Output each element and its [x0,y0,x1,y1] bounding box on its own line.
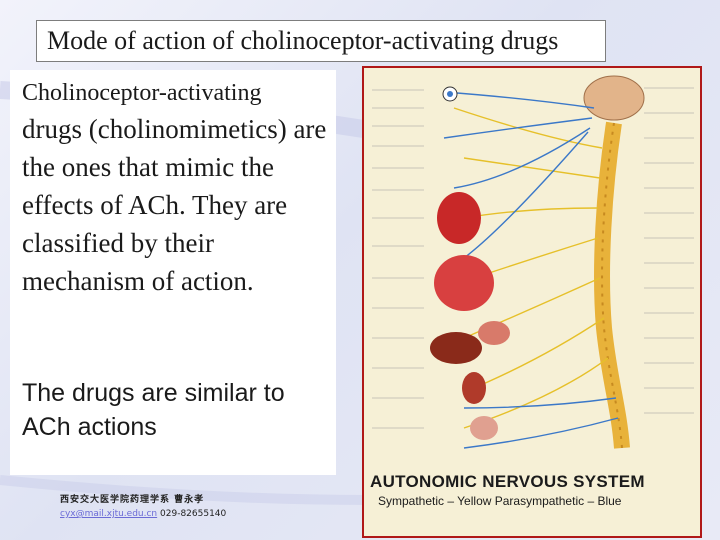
definition-first-line: Cholinoceptor-activating [22,80,262,106]
heart-organ [437,192,481,244]
stomach-organ [478,321,510,345]
spinal-column [594,121,630,449]
parasympathetic-nerves [443,91,619,449]
definition-paragraph: Cholinoceptor-activating drugs (cholinom… [22,76,332,300]
right-label-lines [644,87,694,414]
footer-author: 西安交大医学院药理学系 曹永孝 [60,495,205,505]
footer-phone: 029-82655140 [160,509,227,519]
kidney-organ [462,372,486,404]
poster-caption: AUTONOMIC NERVOUS SYSTEM Sympathetic – Y… [370,472,690,508]
content-box: Cholinoceptor-activating drugs (cholinom… [10,70,336,475]
similarity-paragraph: The drugs are similar to ACh actions [22,379,285,441]
footer-contact: cyx@mail.xjtu.edu.cn 029-82655140 [60,509,320,519]
lungs-organ [434,255,494,311]
slide-title: Mode of action of cholinoceptor-activati… [36,20,606,62]
nervous-system-diagram [372,75,694,449]
bladder-organ [470,416,498,440]
brain-shape [583,75,645,121]
poster-title: AUTONOMIC NERVOUS SYSTEM [370,472,645,491]
liver-organ [430,332,482,364]
poster-subtitle: Sympathetic – Yellow Parasympathetic – B… [378,494,622,508]
ans-poster-image: AUTONOMIC NERVOUS SYSTEM Sympathetic – Y… [362,66,702,538]
footer-email-link[interactable]: cyx@mail.xjtu.edu.cn [60,509,158,519]
definition-text: drugs (cholinomimetics) are the ones tha… [22,114,327,296]
slide-footer: 西安交大医学院药理学系 曹永孝 cyx@mail.xjtu.edu.cn 029… [60,492,320,519]
left-label-lines [372,89,424,429]
